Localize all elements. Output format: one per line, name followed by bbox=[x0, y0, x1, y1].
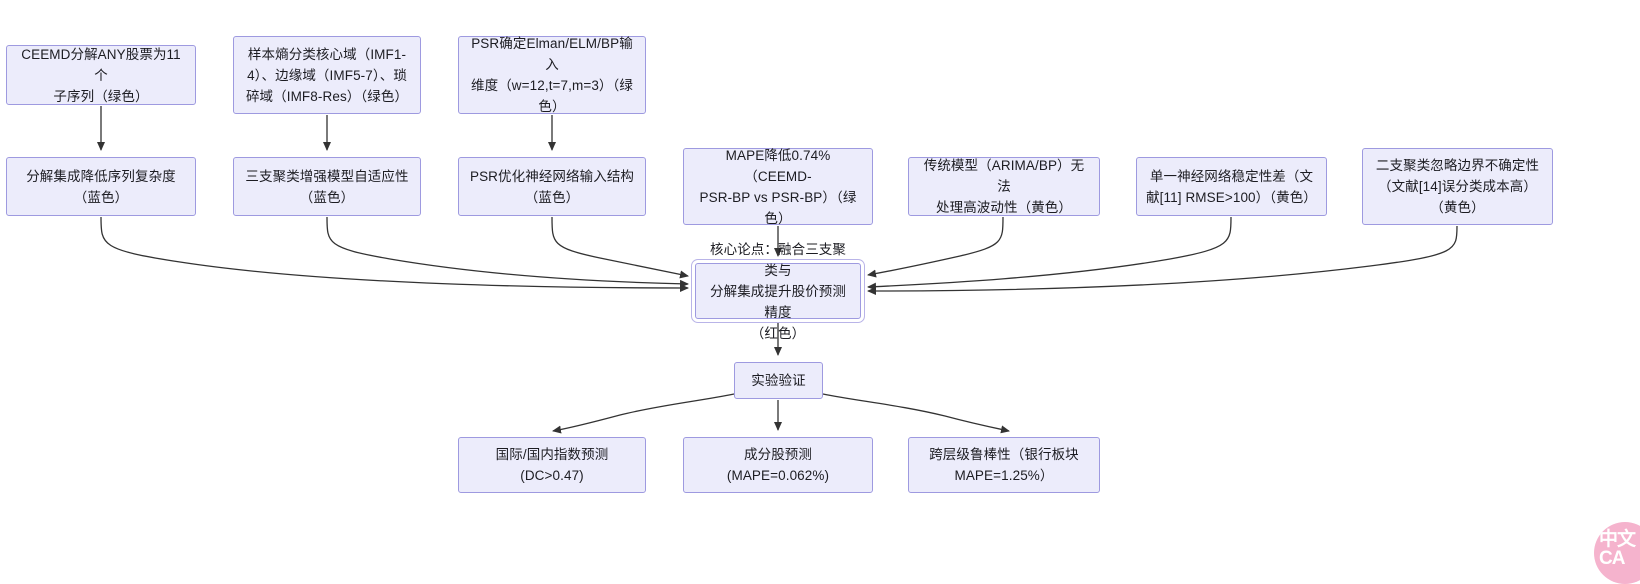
node-label: 传统模型（ARIMA/BP）无法 处理高波动性（黄色） bbox=[923, 158, 1085, 215]
node-label: 二支聚类忽略边界不确定性 （文献[14]误分类成本高） （黄色） bbox=[1375, 158, 1540, 215]
node-label: 跨层级鲁棒性（银行板块 MAPE=1.25%） bbox=[929, 447, 1079, 483]
node-label: PSR确定Elman/ELM/BP输入 维度（w=12,t=7,m=3）（绿 色… bbox=[471, 36, 633, 114]
node-n2[interactable]: 样本熵分类核心域（IMF1- 4）、边缘域（IMF5-7）、琐 碎域（IMF8-… bbox=[233, 36, 421, 114]
edge-n9-to-n11 bbox=[867, 216, 1232, 291]
node-n8[interactable]: 传统模型（ARIMA/BP）无法 处理高波动性（黄色） bbox=[908, 157, 1100, 216]
watermark-badge: 中文 CA bbox=[1594, 522, 1640, 584]
edge-n10-to-n11 bbox=[867, 225, 1458, 295]
node-label: 实验验证 bbox=[751, 373, 806, 388]
node-label: CEEMD分解ANY股票为11个 子序列（绿色） bbox=[21, 46, 181, 104]
node-label: PSR优化神经网络输入结构 （蓝色） bbox=[469, 168, 635, 205]
watermark-label: 中文 CA bbox=[1598, 529, 1636, 569]
node-label: 核心论点：融合三支聚类与 分解集成提升股价预测精度 （红色） bbox=[710, 241, 846, 341]
edge-n12-to-n13 bbox=[552, 393, 735, 434]
node-n3[interactable]: PSR确定Elman/ELM/BP输入 维度（w=12,t=7,m=3）（绿 色… bbox=[458, 36, 646, 114]
node-label: 分解集成降低序列复杂度 （蓝色） bbox=[26, 168, 176, 205]
node-label: 成分股预测 (MAPE=0.062%) bbox=[726, 447, 830, 483]
node-n1[interactable]: CEEMD分解ANY股票为11个 子序列（绿色） bbox=[6, 45, 196, 105]
node-label: MAPE降低0.74%（CEEMD- PSR-BP vs PSR-BP）（绿 色… bbox=[699, 147, 857, 226]
node-label: 样本熵分类核心域（IMF1- 4）、边缘域（IMF5-7）、琐 碎域（IMF8-… bbox=[245, 46, 409, 104]
node-label: 三支聚类增强模型自适应性 （蓝色） bbox=[245, 168, 409, 205]
edge-n8-to-n11 bbox=[867, 216, 1004, 278]
node-label: 国际/国内指数预测 (DC>0.47) bbox=[495, 447, 609, 483]
node-n13[interactable]: 国际/国内指数预测 (DC>0.47) bbox=[458, 437, 646, 493]
node-n15[interactable]: 跨层级鲁棒性（银行板块 MAPE=1.25%） bbox=[908, 437, 1100, 493]
node-label: 单一神经网络稳定性差（文 献[11] RMSE>100）（黄色） bbox=[1146, 168, 1317, 205]
node-n6[interactable]: PSR优化神经网络输入结构 （蓝色） bbox=[458, 157, 646, 216]
edge-n12-to-n15 bbox=[822, 393, 1010, 434]
node-n7[interactable]: MAPE降低0.74%（CEEMD- PSR-BP vs PSR-BP）（绿 色… bbox=[683, 148, 873, 226]
node-n5[interactable]: 三支聚类增强模型自适应性 （蓝色） bbox=[233, 157, 421, 216]
node-n12[interactable]: 实验验证 bbox=[734, 362, 823, 399]
edge-n5-to-n11 bbox=[326, 216, 689, 288]
node-n11[interactable]: 核心论点：融合三支聚类与 分解集成提升股价预测精度 （红色） bbox=[695, 242, 861, 341]
edges-group bbox=[97, 106, 1458, 434]
node-n10[interactable]: 二支聚类忽略边界不确定性 （文献[14]误分类成本高） （黄色） bbox=[1362, 148, 1553, 225]
node-n4[interactable]: 分解集成降低序列复杂度 （蓝色） bbox=[6, 157, 196, 216]
edge-n6-to-n11 bbox=[551, 216, 689, 279]
node-n9[interactable]: 单一神经网络稳定性差（文 献[11] RMSE>100）（黄色） bbox=[1136, 157, 1327, 216]
node-n14[interactable]: 成分股预测 (MAPE=0.062%) bbox=[683, 437, 873, 493]
edge-n4-to-n11 bbox=[100, 216, 689, 292]
